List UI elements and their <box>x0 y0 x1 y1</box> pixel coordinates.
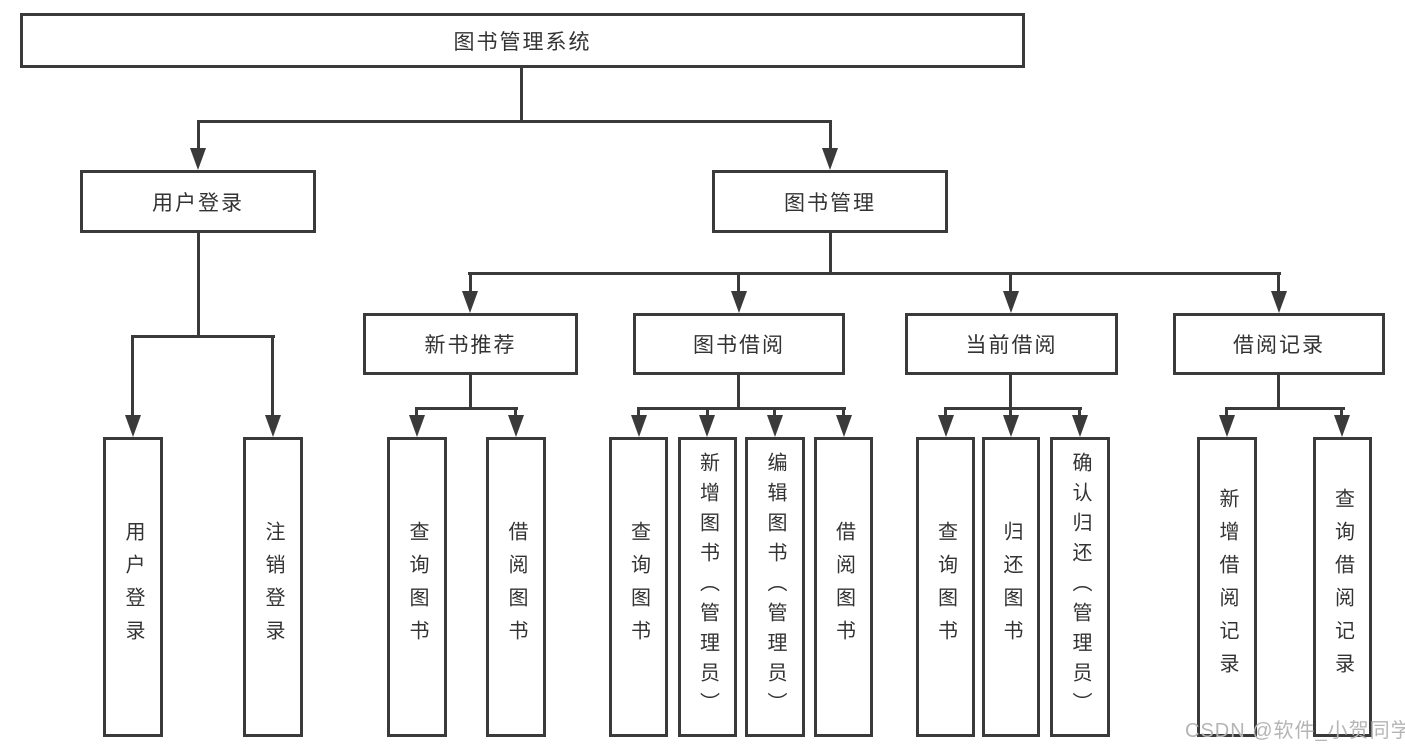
connector-book-mgmt-stem <box>829 232 832 272</box>
node-leaf-query-record-label: 查询借阅记录 <box>1331 488 1354 686</box>
connector-book-borrow-stem <box>737 375 740 407</box>
arrowhead-to-borrow-record <box>1271 291 1287 313</box>
arrowhead-to-new-book-rec <box>462 291 478 313</box>
arrowhead-to-book-borrow <box>731 291 747 313</box>
connector-to-leaf-edit-book-stem <box>773 407 776 417</box>
node-root: 图书管理系统 <box>20 13 1025 68</box>
node-leaf-add-record: 新增借阅记录 <box>1197 437 1257 737</box>
node-leaf-edit-book-label: 编辑图书（管理员） <box>764 452 786 722</box>
connector-to-current-borrow-stem <box>1009 272 1012 294</box>
node-leaf-borrow-book-rec: 借阅图书 <box>486 437 546 737</box>
node-user-login-label: 用户登录 <box>152 191 244 215</box>
node-book-borrow: 图书借阅 <box>633 313 845 375</box>
node-current-borrow: 当前借阅 <box>905 313 1118 375</box>
node-leaf-borrow-book: 借阅图书 <box>814 437 873 737</box>
connector-to-leaf-add-book-stem <box>706 407 709 417</box>
arrowhead-to-leaf-query-bb <box>631 415 647 437</box>
node-current-borrow-label: 当前借阅 <box>965 334 1058 357</box>
node-leaf-logout-label: 注销登录 <box>262 521 284 653</box>
node-new-book-rec-label: 新书推荐 <box>424 334 517 357</box>
arrowhead-to-leaf-borrow-bb <box>836 415 852 437</box>
node-book-mgmt-label: 图书管理 <box>784 191 876 215</box>
connector-to-leaf-query-bb-stem <box>637 407 640 417</box>
node-leaf-confirm-return-label: 确认归还（管理员） <box>1069 452 1091 722</box>
connector-to-leaf-user-login-stem <box>131 335 134 417</box>
watermark: CSDN @软件_小贺同学 <box>1185 720 1405 742</box>
connector-to-book-borrow-stem <box>737 272 740 294</box>
node-leaf-query-book-borrow-label: 查询图书 <box>627 521 650 653</box>
connector-to-borrow-record-stem <box>1277 272 1280 294</box>
connector-to-leaf-logout-stem <box>271 335 274 417</box>
node-leaf-query-book-rec: 查询图书 <box>387 437 447 737</box>
node-borrow-record-label: 借阅记录 <box>1233 334 1325 357</box>
connector-to-leaf-add-record-stem <box>1225 407 1228 417</box>
connector-to-leaf-query-record-stem <box>1340 407 1343 417</box>
arrowhead-to-leaf-query-record <box>1334 415 1350 437</box>
arrowhead-to-leaf-edit-book <box>767 415 783 437</box>
connector-to-leaf-return-book-stem <box>1009 407 1012 417</box>
node-book-mgmt: 图书管理 <box>712 170 948 233</box>
connector-to-leaf-borrow-rec-stem <box>514 407 517 417</box>
node-leaf-user-login-label: 用户登录 <box>122 521 144 653</box>
connector-root-bar <box>197 120 832 123</box>
node-leaf-add-book: 新增图书（管理员） <box>678 437 737 737</box>
node-leaf-borrow-book-label: 借阅图书 <box>832 521 855 653</box>
arrowhead-to-leaf-add-book <box>699 415 715 437</box>
node-book-borrow-label: 图书借阅 <box>693 334 785 357</box>
node-leaf-add-record-label: 新增借阅记录 <box>1216 488 1238 686</box>
arrowhead-to-leaf-return-book <box>1003 415 1019 437</box>
connector-new-book-rec-bar <box>415 407 518 410</box>
node-leaf-borrow-book-rec-label: 借阅图书 <box>505 521 527 653</box>
node-leaf-query-book-borrow: 查询图书 <box>609 437 668 737</box>
connector-to-leaf-borrow-bb-stem <box>842 407 845 417</box>
connector-to-leaf-confirm-ret-stem <box>1078 407 1081 417</box>
node-leaf-add-book-label: 新增图书（管理员） <box>696 452 719 722</box>
connector-borrow-record-bar <box>1225 407 1345 410</box>
arrowhead-to-leaf-user-login <box>125 415 141 437</box>
connector-root-stem <box>520 68 523 120</box>
arrowhead-to-leaf-add-record <box>1219 415 1235 437</box>
connector-to-leaf-query-cb-stem <box>944 407 947 417</box>
connector-book-borrow-bar <box>637 407 846 410</box>
arrowhead-to-leaf-logout <box>265 415 281 437</box>
connector-user-login-bar <box>131 335 275 338</box>
arrowhead-to-current-borrow <box>1003 291 1019 313</box>
node-new-book-rec: 新书推荐 <box>363 313 578 375</box>
arrowhead-to-user-login <box>190 148 206 170</box>
arrowhead-to-leaf-query-cb <box>938 415 954 437</box>
arrowhead-to-book-mgmt <box>822 148 838 170</box>
connector-current-borrow-stem <box>1009 375 1012 407</box>
node-leaf-confirm-return: 确认归还（管理员） <box>1050 437 1110 737</box>
connector-new-book-rec-stem <box>469 375 472 407</box>
arrowhead-to-leaf-confirm-ret <box>1072 415 1088 437</box>
connector-current-borrow-bar <box>944 407 1082 410</box>
node-borrow-record: 借阅记录 <box>1173 313 1385 375</box>
node-leaf-edit-book: 编辑图书（管理员） <box>745 437 805 737</box>
node-root-label: 图书管理系统 <box>453 30 592 54</box>
connector-to-user-login-stem <box>197 120 200 150</box>
node-user-login: 用户登录 <box>80 170 316 233</box>
node-leaf-query-book-current-label: 查询图书 <box>934 521 957 653</box>
node-leaf-query-book-rec-label: 查询图书 <box>406 521 428 653</box>
node-leaf-logout: 注销登录 <box>243 437 303 737</box>
connector-to-new-book-rec-stem <box>469 272 472 294</box>
node-leaf-user-login: 用户登录 <box>103 437 163 737</box>
node-leaf-query-record: 查询借阅记录 <box>1313 437 1372 737</box>
connector-borrow-record-stem <box>1277 375 1280 407</box>
arrowhead-to-leaf-borrow-rec <box>508 415 524 437</box>
node-leaf-query-book-current: 查询图书 <box>916 437 975 737</box>
connector-book-mgmt-bar <box>468 272 1281 275</box>
connector-user-login-stem <box>197 233 200 335</box>
node-leaf-return-book: 归还图书 <box>982 437 1040 737</box>
node-leaf-return-book-label: 归还图书 <box>1000 521 1022 653</box>
arrowhead-to-leaf-query-rec <box>409 415 425 437</box>
connector-to-book-mgmt-stem <box>829 120 832 150</box>
connector-to-leaf-query-rec-stem <box>415 407 418 417</box>
